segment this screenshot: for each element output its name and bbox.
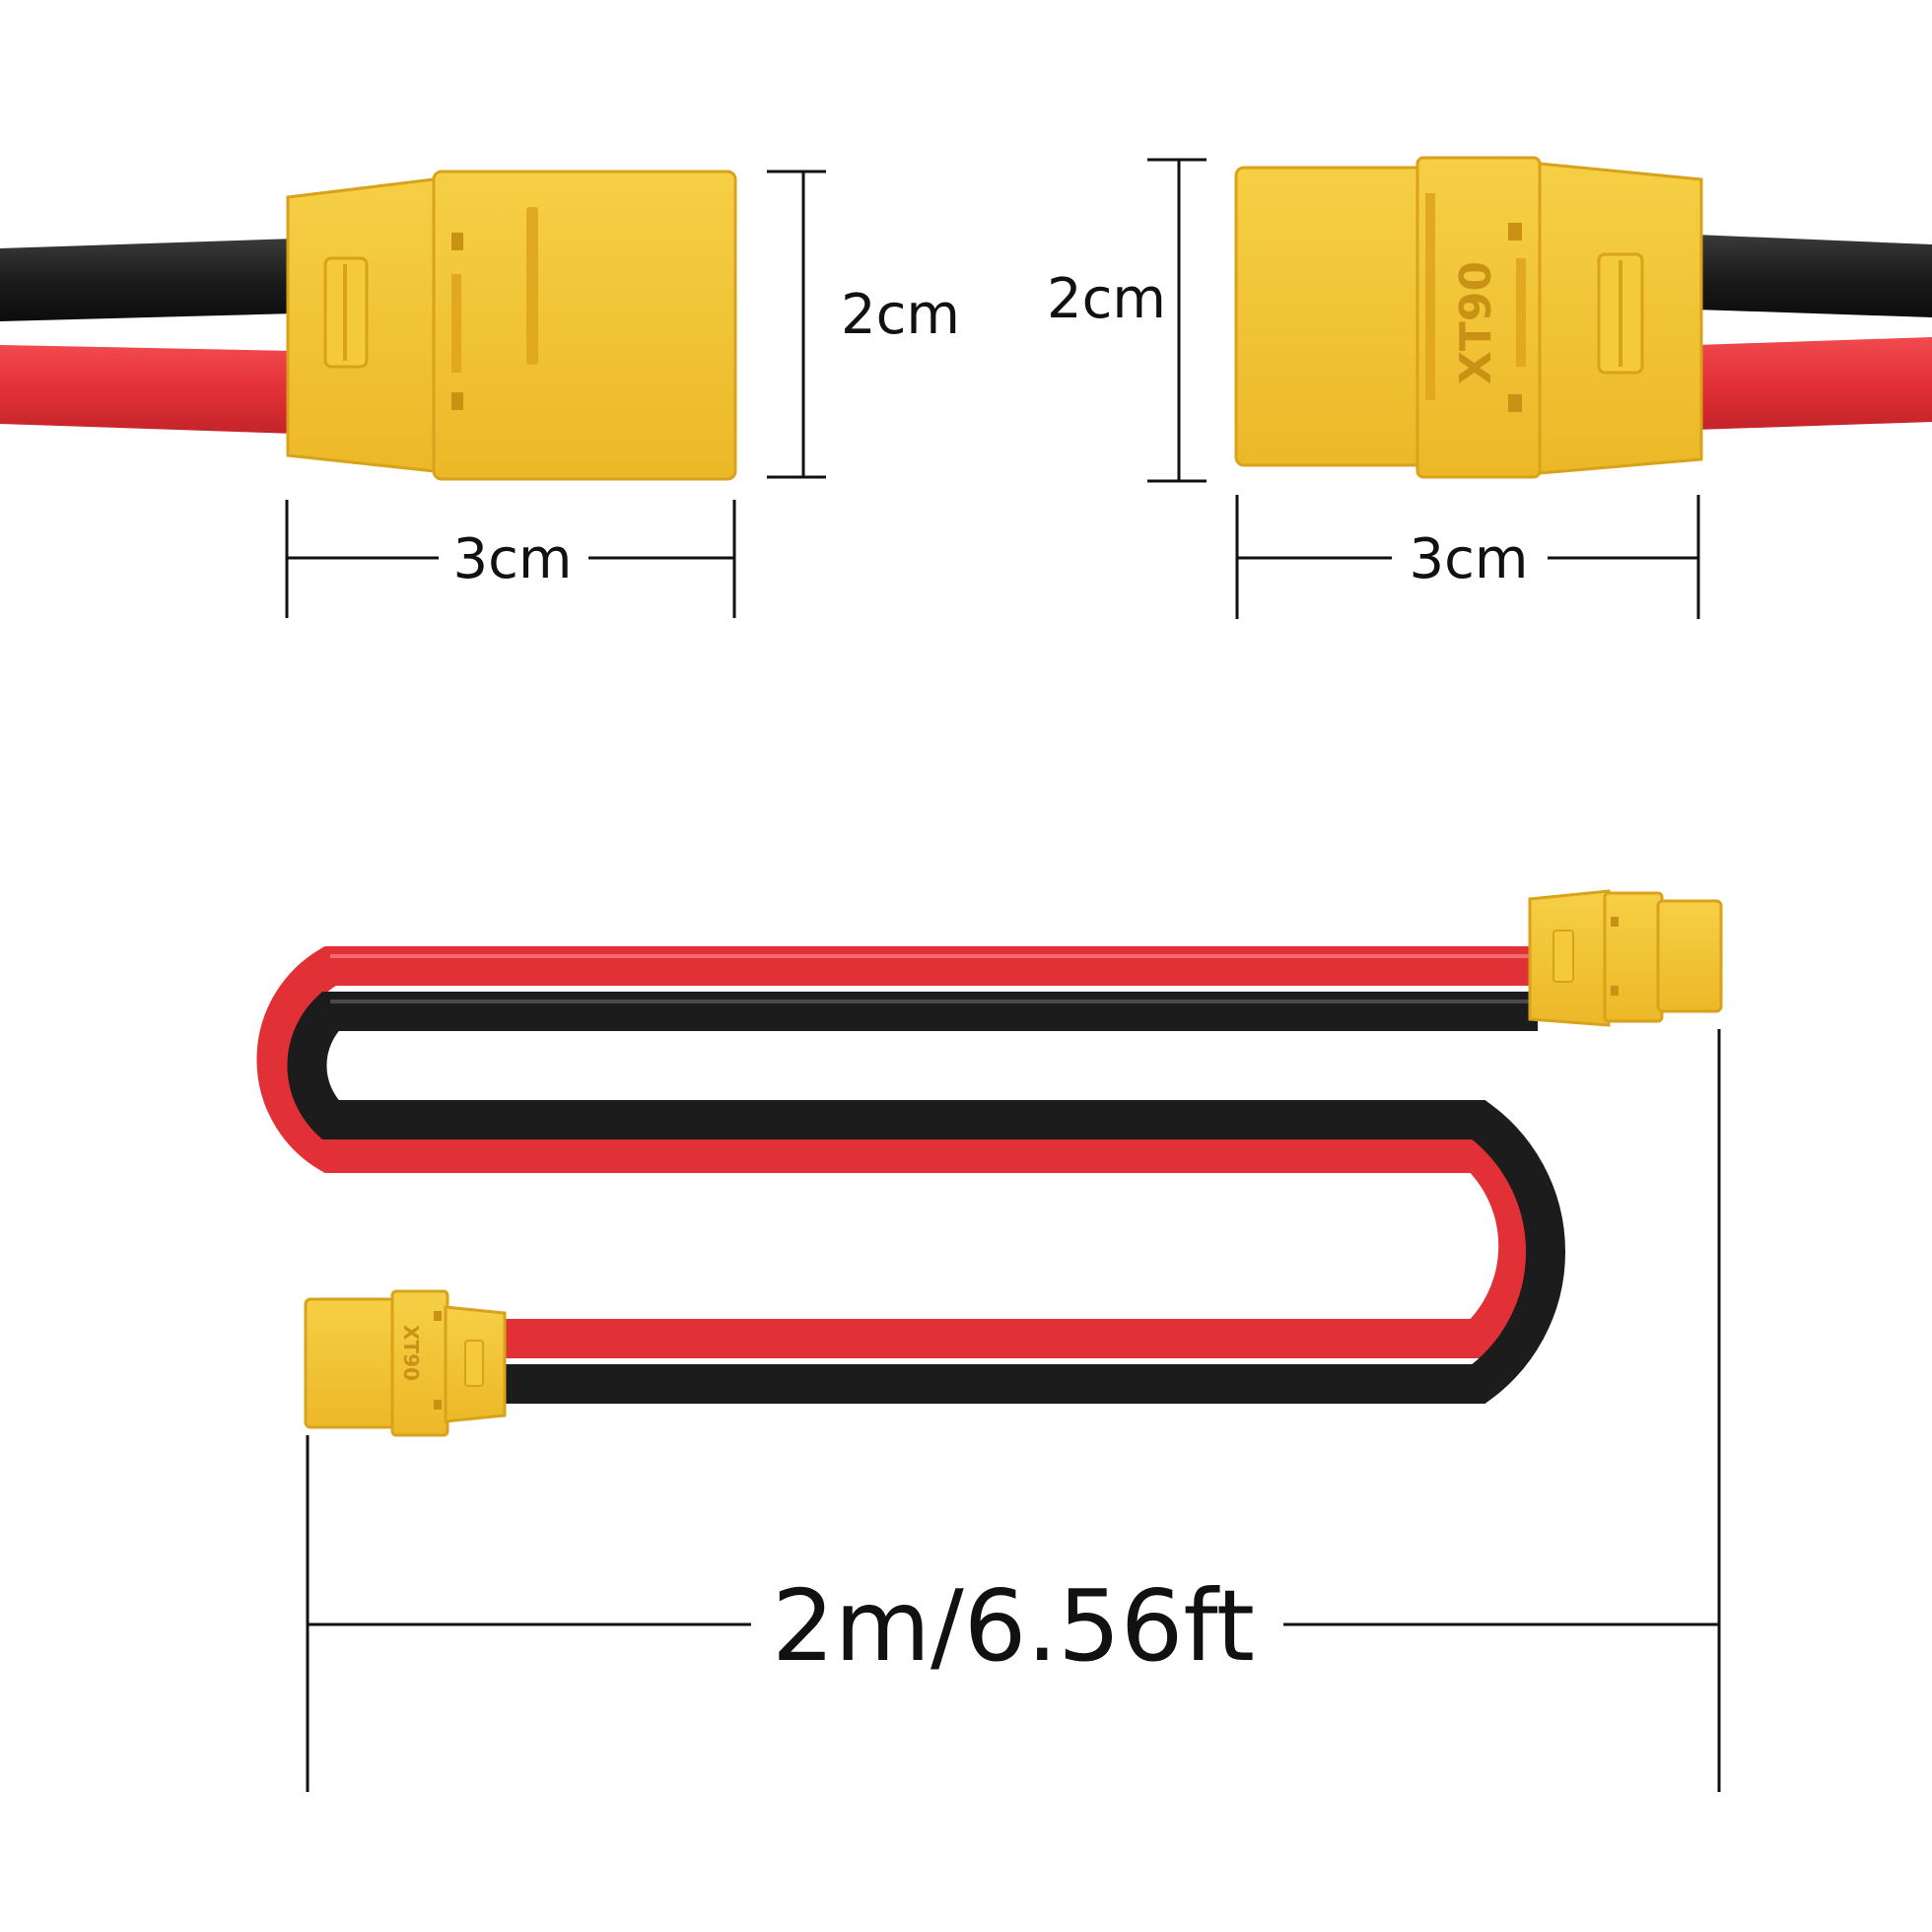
right-height-dimension xyxy=(1147,158,1207,483)
left-height-dimension xyxy=(767,170,826,479)
right-width-label: 3cm xyxy=(1410,527,1529,591)
left-height-label: 2cm xyxy=(841,283,960,347)
cable-top-connector xyxy=(1528,889,1723,1027)
left-width-label: 3cm xyxy=(453,527,573,591)
right-connector-closeup: XT90 xyxy=(1234,156,1932,479)
right-xt90-marking: XT90 xyxy=(1451,261,1501,384)
right-width-dimension xyxy=(1235,495,1700,619)
left-black-wire xyxy=(0,239,296,321)
left-red-wire xyxy=(0,345,296,434)
bottom-xt90-marking: XT90 xyxy=(399,1325,423,1381)
full-cable xyxy=(256,946,1566,1404)
cable-length-dimension xyxy=(306,1029,1721,1792)
left-width-dimension xyxy=(285,500,736,618)
cable-red-wire xyxy=(256,946,1539,1358)
cable-bottom-connector: XT90 xyxy=(304,1289,507,1437)
right-height-label: 2cm xyxy=(1047,267,1166,331)
right-black-wire xyxy=(1695,235,1932,317)
right-red-wire xyxy=(1695,337,1932,430)
right-nose xyxy=(1234,166,1429,467)
left-body xyxy=(432,170,737,481)
left-connector-closeup xyxy=(0,170,737,481)
cable-length-label: 2m/6.56ft xyxy=(772,1568,1255,1684)
cable-black-wire xyxy=(287,992,1566,1404)
